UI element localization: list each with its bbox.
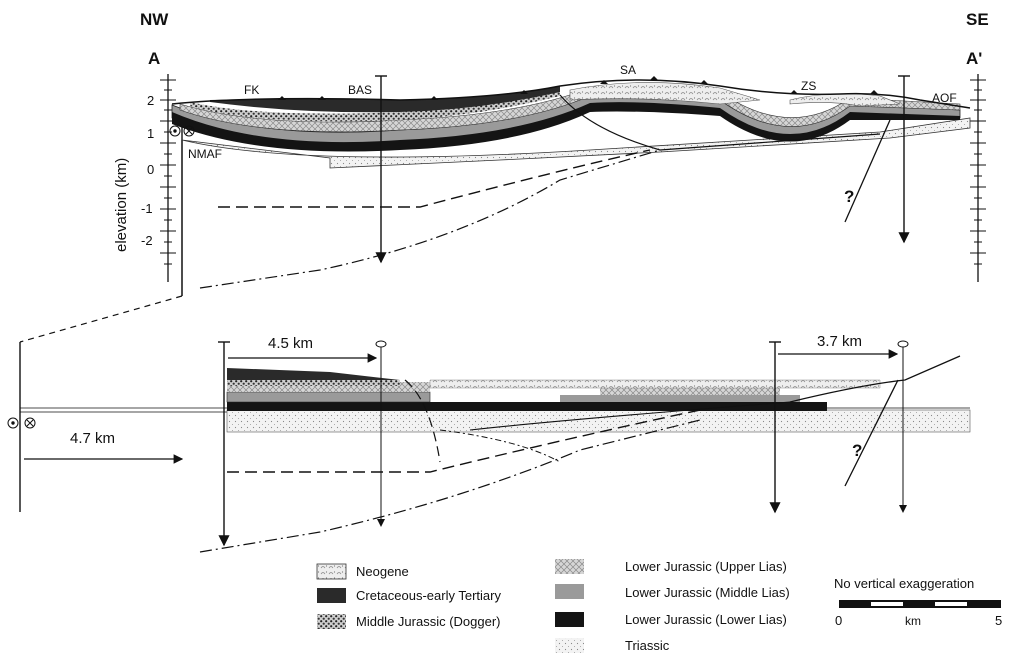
restored-dash-dot-fault: [199, 419, 701, 553]
restored-surface-se: [789, 355, 961, 403]
triassic-unit: [181, 115, 971, 169]
connector-dashed-line: [19, 295, 183, 343]
scale-min: 0: [835, 613, 842, 628]
label-bas: BAS: [348, 83, 372, 97]
dash-dot-basal-fault: [199, 149, 661, 289]
section-end-a: A: [148, 49, 160, 68]
legend-label-dogger: Middle Jurassic (Dogger): [356, 614, 501, 629]
restored-lower-lias: [227, 402, 827, 411]
fault-aof: [844, 119, 891, 223]
right-elevation-axis: [970, 74, 986, 282]
scale-unit: km: [905, 614, 921, 628]
legend-swatch-neogene: [316, 563, 347, 580]
legend-swatch-middle-lias: [555, 584, 584, 599]
strike-slip-symbols-upper: [169, 125, 195, 137]
legend-swatch-triassic: [555, 638, 584, 653]
nw-label: NW: [140, 10, 169, 29]
restored-triassic: [226, 409, 971, 433]
legend-label-triassic: Triassic: [625, 638, 670, 653]
restored-middle-lias: [226, 391, 431, 403]
restored-thrust: [469, 401, 791, 431]
thrust-teeth: [278, 76, 878, 100]
question-mark-lower: ?: [852, 441, 862, 460]
legend-label-neogene: Neogene: [356, 564, 409, 579]
legend-swatch-dogger: [317, 614, 346, 629]
left-elevation-axis: [160, 74, 176, 282]
label-sa: SA: [620, 63, 636, 77]
shortening-label-left: 4.5 km: [268, 335, 313, 352]
se-label: SE: [966, 10, 989, 29]
restored-cross-section: [7, 340, 971, 553]
tick-label-0: 0: [147, 162, 154, 177]
label-fk: FK: [244, 83, 259, 97]
restored-upper-lias-right: [600, 388, 780, 395]
dogger-unit: [190, 90, 560, 122]
elevation-axis-label: elevation (km): [113, 158, 130, 252]
cretaceous-unit: [210, 86, 560, 113]
legend-label-cretaceous: Cretaceous-early Tertiary: [356, 588, 501, 603]
label-aof: AOF: [932, 91, 957, 105]
section-end-a-prime: A': [966, 49, 982, 68]
offset-label: 4.7 km: [70, 430, 115, 447]
restored-cut-fault: [404, 379, 441, 463]
restored-neogene: [429, 379, 881, 389]
tick-label-1: 1: [147, 126, 154, 141]
legend-swatch-lower-lias: [555, 612, 584, 627]
restored-fault-aof: [844, 379, 899, 487]
tick-label-2: 2: [147, 93, 154, 108]
legend-label-upper-lias: Lower Jurassic (Upper Lias): [625, 559, 787, 574]
legend-swatch-cretaceous: [317, 588, 346, 603]
detachment-thrust: [559, 94, 881, 151]
restored-dash-dot-upper: [439, 429, 561, 463]
scale-caption: No vertical exaggeration: [834, 576, 974, 591]
upper-cross-section: [169, 75, 971, 296]
upper-lias-unit: [179, 87, 961, 133]
neogene-unit-zs: [789, 93, 901, 107]
legend: Neogene Cretaceous-early Tertiary Middle…: [316, 559, 790, 653]
strike-slip-symbols-lower: [7, 417, 36, 429]
label-zs: ZS: [801, 79, 816, 93]
neogene-unit-sa: [569, 82, 761, 105]
question-mark-upper: ?: [844, 187, 854, 206]
shortening-label-right: 3.7 km: [817, 333, 862, 350]
scale-max: 5: [995, 613, 1002, 628]
restored-cretaceous: [227, 368, 400, 380]
scale-bar: No vertical exaggeration 0 km 5: [834, 576, 1002, 628]
dashed-decollement: [218, 149, 651, 208]
restored-middle-lias-right: [560, 395, 800, 402]
tick-label-minus-2: -2: [141, 233, 153, 248]
legend-label-middle-lias: Lower Jurassic (Middle Lias): [625, 585, 790, 600]
tick-label-minus-1: -1: [141, 201, 153, 216]
label-nmaf: NMAF: [188, 147, 222, 161]
restored-dashed-decollement: [227, 409, 701, 473]
legend-label-lower-lias: Lower Jurassic (Lower Lias): [625, 612, 787, 627]
topographic-surface: [171, 79, 971, 109]
legend-swatch-upper-lias: [555, 559, 584, 574]
